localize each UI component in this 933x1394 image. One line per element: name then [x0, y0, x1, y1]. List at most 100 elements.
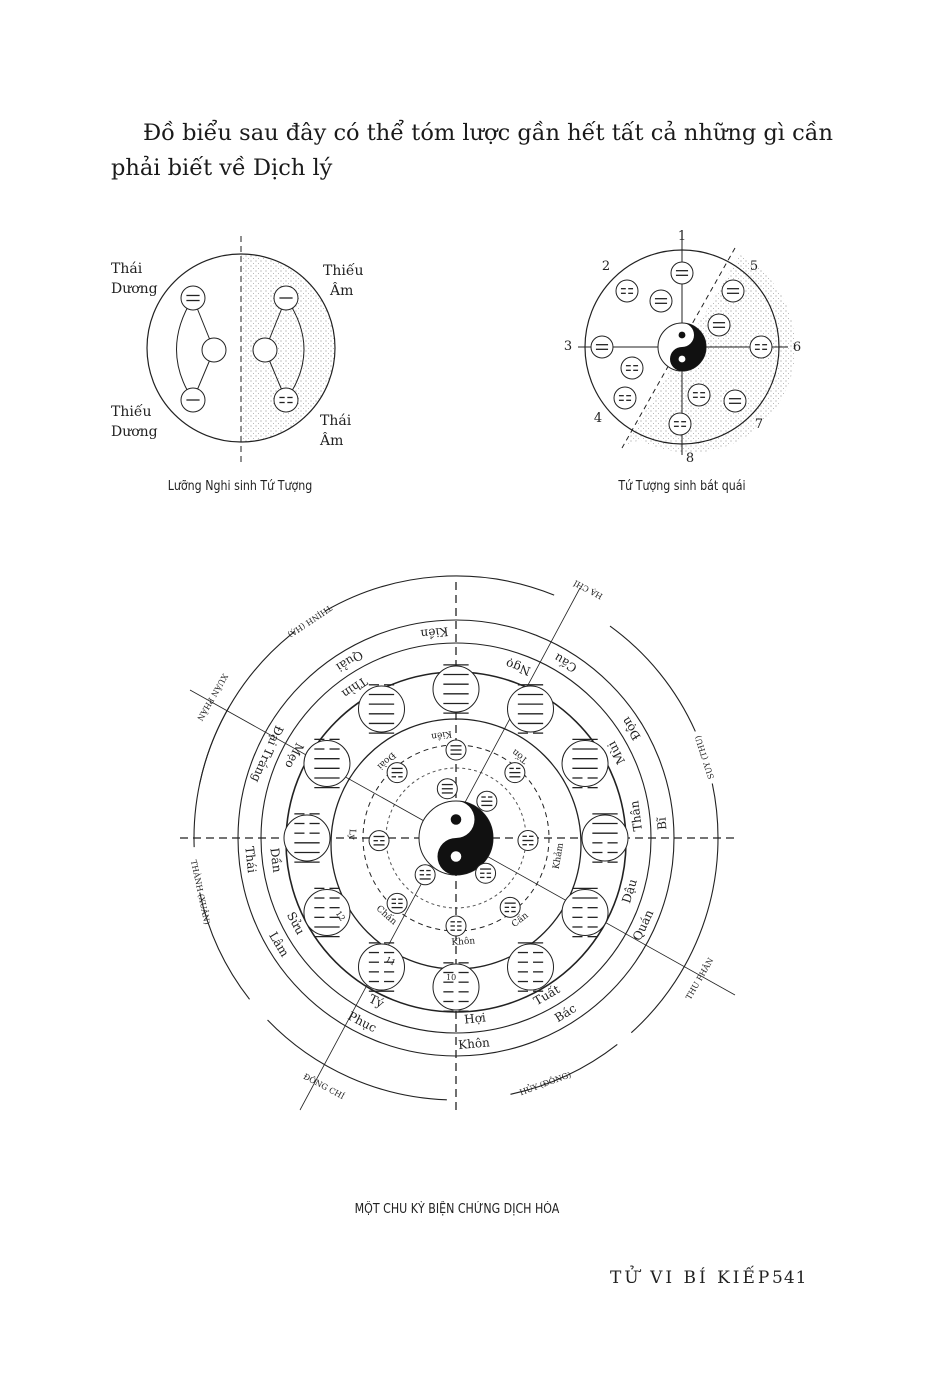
trigram-node	[414, 864, 436, 886]
node-circle	[670, 261, 694, 285]
body-paragraph-line1: Đồ biểu sau đây có thể tóm lược gần hết …	[143, 120, 834, 146]
earthly-branch-label: Tý	[367, 992, 387, 1011]
node-circle	[358, 685, 405, 733]
node-circle	[620, 356, 644, 380]
number-label: 8	[686, 451, 694, 466]
bat-quai-node	[613, 386, 637, 410]
node-circle	[303, 889, 351, 936]
hexagram-name-label: Lâm	[266, 929, 292, 959]
trigram-node	[445, 739, 467, 761]
bat-quai-node	[749, 335, 773, 359]
trigram-name-label: Ly	[346, 829, 356, 841]
bat-quai-node	[620, 356, 644, 380]
number-label: 10	[446, 973, 456, 982]
label-thai-duong-1: Thái	[111, 261, 143, 277]
hexagram-name-label: Kiền	[420, 624, 450, 642]
tu-tuong-node	[273, 285, 299, 311]
solar-term-label: THU PHÂN	[684, 956, 715, 1001]
number-label: 7	[755, 417, 763, 432]
number-label: 6	[793, 340, 801, 355]
node-circle	[414, 864, 436, 886]
node-circle	[687, 383, 711, 407]
bat-quai-node	[687, 383, 711, 407]
node-circle	[721, 279, 745, 303]
hexagram-name-label: Thái	[242, 846, 259, 874]
hexagram-node	[507, 684, 554, 734]
node-circle	[475, 862, 497, 884]
solar-term-label: HẠ CHÍ	[572, 578, 604, 601]
node-circle	[581, 814, 629, 862]
running-footer-title: TỬ VI BÍ KIẾP	[610, 1268, 773, 1288]
earthly-branch-label: Hợi	[464, 1010, 487, 1026]
node-circle	[668, 412, 692, 436]
trigram-name-label: Khảm	[551, 842, 567, 870]
season-arrow-arc	[324, 575, 555, 612]
earthly-branch-label: Mẹo	[282, 741, 307, 771]
hexagram-name-label: Phục	[346, 1009, 380, 1035]
trigram-node	[436, 778, 458, 800]
tu-tuong-node	[180, 387, 206, 413]
node-circle	[273, 387, 299, 413]
number-label: 4	[594, 411, 602, 426]
node-circle	[723, 389, 747, 413]
node-circle	[283, 814, 331, 862]
earthly-branch-label: Ngọ	[504, 657, 533, 679]
yang-dot	[450, 851, 462, 862]
label-thieu-am-2: Âm	[329, 281, 353, 299]
hexagram-name-label: Khôn	[458, 1035, 491, 1052]
bat-quai-node	[615, 279, 639, 303]
node-circle	[561, 889, 609, 936]
node-circle	[368, 830, 390, 852]
trigram-node	[476, 790, 498, 812]
hexagram-node	[581, 813, 629, 863]
node-circle	[507, 685, 554, 733]
node-circle	[649, 289, 673, 313]
label-thai-duong-2: Dương	[111, 281, 158, 297]
figure2-caption: Tứ Tượng sinh bát quái	[618, 479, 746, 494]
label-thieu-duong-1: Thiếu	[111, 403, 151, 420]
tu-tuong-node	[252, 337, 278, 363]
hexagram-name-label: Độn	[619, 714, 644, 743]
bat-quai-node	[649, 289, 673, 313]
season-arrow-arc	[609, 625, 696, 732]
node-circle	[180, 285, 206, 311]
season-arrow-arc	[193, 706, 230, 848]
body-paragraph-line2: phải biết về Dịch lý	[111, 155, 333, 181]
node-circle	[615, 279, 639, 303]
trigram-node	[445, 915, 467, 937]
season-arrow-arc	[630, 783, 719, 1034]
node-circle	[432, 963, 480, 1011]
node-circle	[303, 740, 351, 787]
hexagram-node	[303, 887, 351, 938]
node-circle	[252, 337, 278, 363]
number-label: 11	[384, 955, 397, 968]
label-thai-am-1: Thái	[320, 413, 352, 429]
figure-luong-nghi: Thái Dương Thiếu Âm Thiếu Dương Thái Âm	[111, 236, 363, 465]
tu-tuong-node	[180, 285, 206, 311]
bat-quai-node	[707, 313, 731, 337]
earthly-branch-label: Thân	[627, 800, 645, 832]
number-label: 3	[564, 339, 572, 354]
node-circle	[386, 892, 408, 914]
bat-quai-node	[723, 389, 747, 413]
yin-dot	[450, 814, 462, 825]
node-circle	[749, 335, 773, 359]
bat-quai-node	[721, 279, 745, 303]
label-thieu-duong-2: Dương	[111, 424, 158, 440]
number-label: 1	[678, 229, 686, 244]
earthly-branch-label: Dậu	[619, 877, 640, 905]
season-arrow-arc	[199, 892, 250, 1000]
season-label: HỦY (ĐÔNG)	[518, 1069, 572, 1097]
hexagram-node	[507, 942, 554, 992]
node-circle	[590, 335, 614, 359]
season-label: SUY (THU)	[693, 734, 716, 780]
trigram-name-label: Khôn	[451, 935, 476, 948]
bat-quai-node	[590, 335, 614, 359]
trigram-node	[386, 762, 408, 784]
tu-tuong-node	[201, 337, 227, 363]
node-circle	[499, 896, 521, 918]
hexagram-name-label: Quải	[334, 648, 366, 675]
hexagram-name-label: Cấu	[551, 650, 580, 676]
